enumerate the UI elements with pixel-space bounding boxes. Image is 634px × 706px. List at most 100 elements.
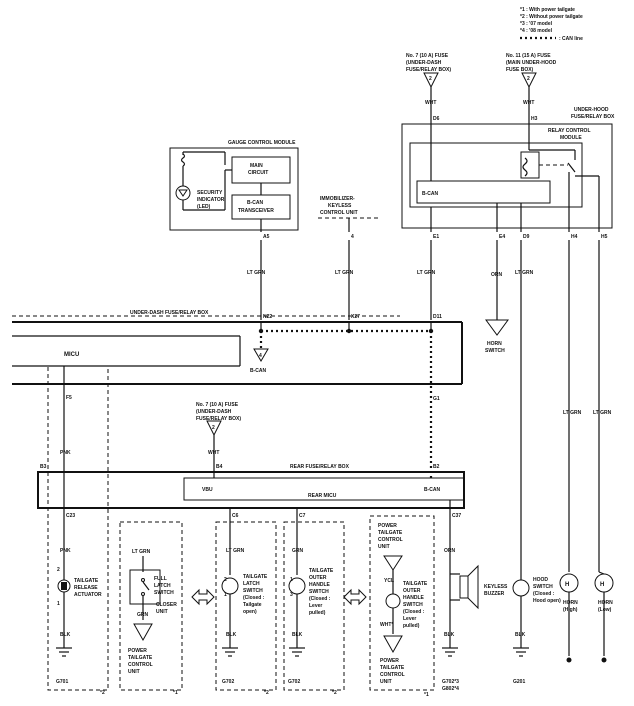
horn-low-letter: H xyxy=(600,582,604,588)
full-latch-label-2: LATCH xyxy=(154,583,171,589)
bcan-transceiver-label-1: B-CAN xyxy=(247,200,263,206)
wire-pnk-1: PNK xyxy=(60,450,71,456)
main-circuit-label-1: MAIN xyxy=(250,163,263,169)
bcan-tri-pin: 4 xyxy=(259,353,262,359)
wire-wht-2: WHT xyxy=(523,100,534,106)
conn-b4: B4 xyxy=(216,464,223,470)
closer-unit: LT GRN FULL LATCH SWITCH CLOSER UNIT GRN… xyxy=(119,521,183,696)
ptcu-b-label-3: CONTROL xyxy=(128,662,153,668)
wire-blk-c6: BLK xyxy=(226,632,237,638)
ptcu-top-triangle-icon xyxy=(383,555,403,571)
wire-orn-buzzer: ORN xyxy=(444,548,456,554)
conn-f5: F5 xyxy=(66,395,72,401)
conn-pin4: 4 xyxy=(351,234,354,240)
conn-e4: E4 xyxy=(499,234,505,240)
fuse-pin: 2 xyxy=(527,76,530,82)
full-latch-label-3: SWITCH xyxy=(154,590,174,596)
latch-pin-2: 2 xyxy=(224,577,227,583)
horn-switch-label-2: SWITCH xyxy=(485,348,505,354)
hood-switch: HOOD SWITCH (Closed : Hood open) BLK G20… xyxy=(512,577,561,685)
hood-label-3: (Closed : xyxy=(533,591,555,597)
ptcu-outer-label-1: TAILGATE xyxy=(403,581,428,587)
fuse7-label-2: (UNDER-DASH xyxy=(406,60,442,66)
wire-orn-e4: ORN xyxy=(491,272,503,278)
fuse-no7-top: No. 7 (10 A) FUSE (UNDER-DASH FUSE/RELAY… xyxy=(406,53,451,128)
rear-micu-label: REAR MICU xyxy=(308,493,337,499)
led-resistor xyxy=(180,153,186,167)
note-mark-5: *1 xyxy=(424,692,429,698)
conn-d6: D6 xyxy=(433,116,440,122)
power-tailgate-frame-1 xyxy=(119,521,183,691)
buzzer-label-1: KEYLESS xyxy=(484,584,508,590)
underhood-label-1: UNDER-HOOD xyxy=(574,107,609,113)
ptcu-b-label-2: TAILGATE xyxy=(128,655,153,661)
actuator-label-1: TAILGATE xyxy=(74,578,99,584)
ptcu-outer-switch-icon xyxy=(385,593,401,609)
power-tailgate-control-unit: POWER TAILGATE CONTROL UNIT YCL TAILGATE… xyxy=(369,515,435,698)
ptcu-outer-label-7: pulled) xyxy=(403,623,420,629)
vbu-label: VBU xyxy=(202,487,213,493)
lt-grn-can-wires: LT GRN LT GRN LT GRN xyxy=(247,240,436,320)
ptcu-outer-label-5: (Closed : xyxy=(403,609,425,615)
conn-c6: C6 xyxy=(232,513,239,519)
security-led-icon xyxy=(175,185,191,201)
horn-switch-label-1: HORN xyxy=(487,341,502,347)
actuator-pin-2: 2 xyxy=(57,567,60,573)
latch-label-6: open) xyxy=(243,609,257,615)
relay-ctrl-label-1: RELAY CONTROL xyxy=(548,128,591,134)
without-power-tailgate-frame-2 xyxy=(215,521,277,691)
ground-g702-a: G702 xyxy=(222,679,234,685)
conn-n22: N22 xyxy=(263,314,272,320)
gauge-module-outline xyxy=(169,147,299,231)
rear-bcan-label: B-CAN xyxy=(424,487,440,493)
relay-coil-winding xyxy=(522,157,528,177)
horn-high-label-1: HORN xyxy=(563,600,578,606)
ptcu-bb-label-1: POWER xyxy=(380,658,399,664)
conn-d11: D11 xyxy=(433,314,442,320)
ptcu-t-label-4: UNIT xyxy=(378,544,390,550)
wire-ltgrn-a5: LT GRN xyxy=(247,270,266,276)
hood-label-2: SWITCH xyxy=(533,584,553,590)
wire-blk-c7: BLK xyxy=(292,632,303,638)
ground-g802: G802*4 xyxy=(442,686,459,692)
wire-ltgrn-e1: LT GRN xyxy=(417,270,436,276)
full-latch-label-1: FULL xyxy=(154,576,167,582)
hood-switch-icon xyxy=(512,579,530,597)
fuse7-label-3: FUSE/RELAY BOX) xyxy=(406,67,451,73)
latch-label-3: SWITCH xyxy=(243,588,263,594)
wire-ltgrn-d9: LT GRN xyxy=(515,270,534,276)
conn-d9: D9 xyxy=(523,234,530,240)
fuse-pin: 2 xyxy=(429,76,432,82)
keyless-buzzer: C37 ORN KEYLESS BUZZER BLK G702*3 G802*4 xyxy=(442,500,508,692)
underhood-label-2: FUSE/RELAY BOX xyxy=(571,114,615,120)
conn-c7: C7 xyxy=(299,513,306,519)
without-power-tailgate-frame-3 xyxy=(283,521,345,691)
wire-blk-buzzer: BLK xyxy=(444,632,455,638)
latch-label-4: (Closed : xyxy=(243,595,265,601)
conn-g1: G1 xyxy=(433,396,440,402)
ground-g702-c: G702*3 xyxy=(442,679,459,685)
conn-e1: E1 xyxy=(433,234,439,240)
rear-micu-outline xyxy=(183,477,465,501)
closer-unit-label-2: UNIT xyxy=(156,609,168,615)
tailgate-release-actuator: PNK 2 1 TAILGATE RELEASE ACTUATOR BLK G7… xyxy=(56,548,105,696)
fuse7-label-1: No. 7 (10 A) FUSE xyxy=(406,53,449,59)
latch-label-5: Tailgate xyxy=(243,602,262,608)
legend-can-line: : CAN line xyxy=(559,36,583,42)
wire-grn-closer: GRN xyxy=(137,612,149,618)
latch-label-2: LATCH xyxy=(243,581,260,587)
wire-blk-hood: BLK xyxy=(515,632,526,638)
ptcu-outer-label-2: OUTER xyxy=(403,588,421,594)
outer-label-3: HANDLE xyxy=(309,582,330,588)
horn-high-letter: H xyxy=(565,582,569,588)
underhood-fuse-relay-box: UNDER-HOOD FUSE/RELAY BOX RELAY CONTROL … xyxy=(401,107,615,240)
tailgate-latch-switch: C6 LT GRN 2 1 TAILGATE LATCH SWITCH (Clo… xyxy=(215,508,277,696)
horn-switch-top: ORN HORN SWITCH xyxy=(485,240,509,354)
bcan-triangle-icon xyxy=(253,348,269,362)
outer-label-2: OUTER xyxy=(309,575,327,581)
security-label-2: INDICATOR xyxy=(197,197,225,203)
outer-pin-3: 3 xyxy=(290,592,293,598)
horn-low: H HORN (Low) xyxy=(594,573,614,663)
note-mark-3: *2 xyxy=(264,690,269,696)
